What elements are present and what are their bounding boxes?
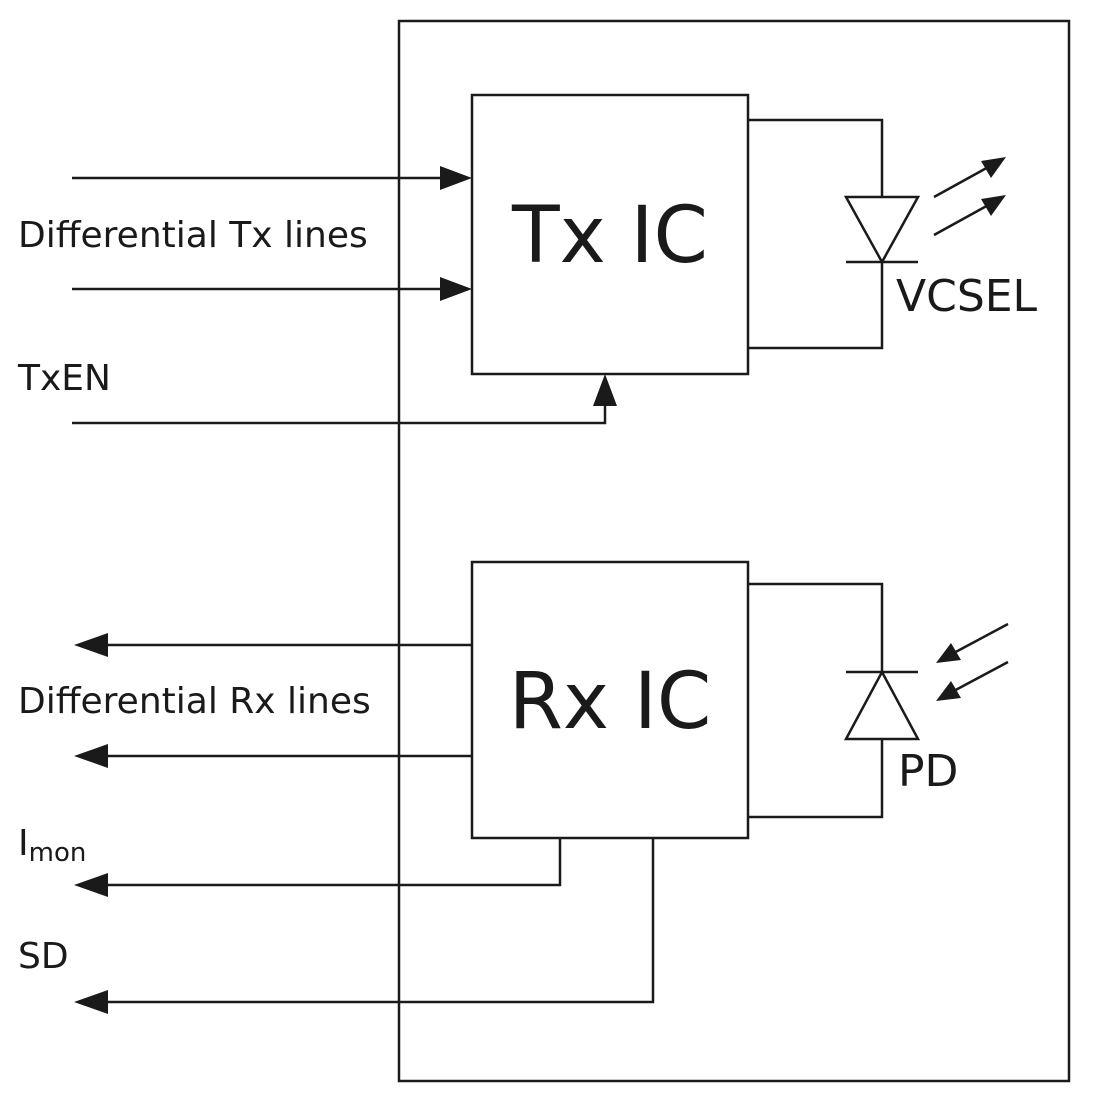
imon-label-main: I xyxy=(18,823,29,864)
pd-wire-bottom xyxy=(748,739,884,819)
module-outline xyxy=(397,19,1071,1083)
imon-arrowhead xyxy=(74,873,108,897)
pd-label: PD xyxy=(898,746,958,797)
imon-line xyxy=(100,838,562,887)
vcsel-emission-arrowhead-1 xyxy=(981,157,1006,178)
vcsel-wire-bottom xyxy=(748,262,884,350)
txen-arrowhead xyxy=(593,374,617,406)
vcsel-wire-top xyxy=(748,118,884,197)
pd-light-arrow-2 xyxy=(949,660,1009,695)
vcsel-diode-icon xyxy=(843,195,921,265)
imon-label: Imon xyxy=(18,823,86,868)
vcsel-emission-arrowhead-2 xyxy=(981,195,1006,216)
pd-diode-icon xyxy=(843,669,921,741)
rx-lines-label: Differential Rx lines xyxy=(18,681,371,722)
rx-line-1-arrowhead xyxy=(74,633,108,657)
tx-lines-label: Differential Tx lines xyxy=(18,215,368,256)
pd-wire-top xyxy=(748,582,884,672)
pd-light-arrowhead-2 xyxy=(936,681,961,701)
rx-line-2-arrowhead xyxy=(74,744,108,768)
pd-light-arrowhead-1 xyxy=(936,643,961,663)
rx-ic-label: Rx IC xyxy=(509,657,712,747)
sd-label: SD xyxy=(18,936,69,977)
tx-ic-label: Tx IC xyxy=(511,191,708,281)
sd-line xyxy=(100,838,655,1004)
pd-light-arrow-1 xyxy=(949,622,1009,657)
txen-line xyxy=(72,398,607,425)
vcsel-emission-arrow-2 xyxy=(933,201,993,237)
sd-arrowhead xyxy=(74,990,108,1014)
txen-label: TxEN xyxy=(17,358,111,399)
vcsel-label: VCSEL xyxy=(896,271,1038,322)
tx-ic-block xyxy=(470,93,750,376)
imon-label-subscript: mon xyxy=(29,838,87,868)
rx-ic-block xyxy=(470,560,750,840)
vcsel-emission-arrow-1 xyxy=(933,163,993,199)
tx-line-2-arrowhead xyxy=(440,277,472,301)
tx-line-1-arrowhead xyxy=(440,166,472,190)
